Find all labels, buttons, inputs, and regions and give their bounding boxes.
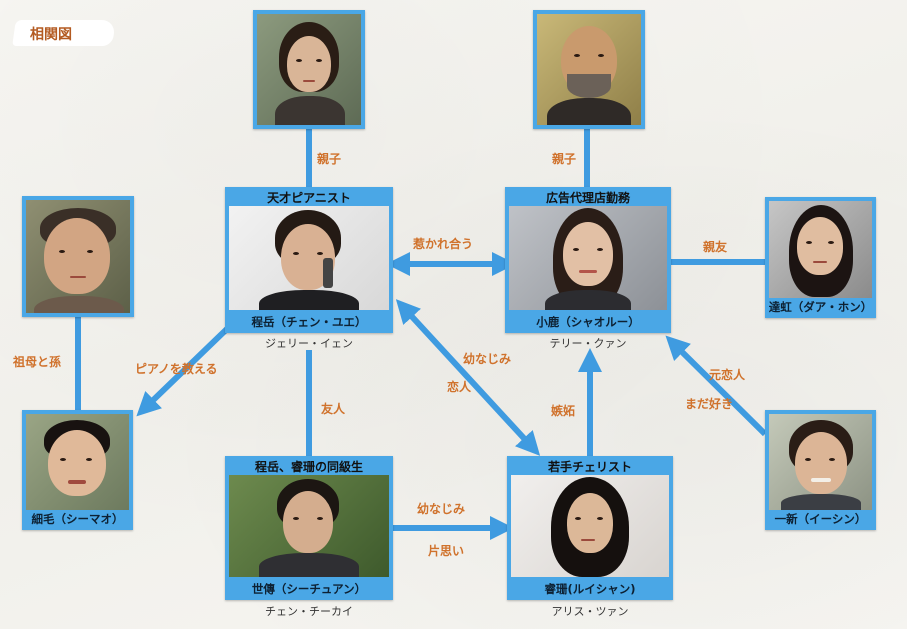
name-yixin: 一新（イーシン）	[774, 512, 867, 526]
card-mother	[253, 10, 365, 129]
label-yixin-xiaolu-2: まだ好き	[685, 397, 734, 411]
actor-shichuan: チェン・チーカイ	[265, 605, 353, 618]
card-dahong: 達虹（ダア・ホン）	[765, 197, 876, 318]
card-yixin: 一新（イーシン）	[765, 410, 876, 530]
role-xiaolu: 広告代理店勤務	[545, 191, 630, 205]
name-ruishan: 睿珊(ルイシャン)	[544, 582, 636, 596]
label-chengyue-ximao: ピアノを教える	[135, 362, 218, 376]
portrait-woman-smiling-icon	[509, 206, 667, 310]
portrait-young-man-icon	[229, 475, 389, 577]
label-xiaolu-dahong: 親友	[703, 240, 728, 254]
portrait-elderly-woman-icon	[26, 200, 130, 313]
portrait-young-man-smiling-icon	[769, 414, 872, 510]
portrait-man-beard-icon	[537, 14, 641, 125]
card-chengyue: 天才ピアニスト 程岳（チェン・ユエ）	[225, 187, 393, 333]
label-yixin-xiaolu-1: 元恋人	[709, 368, 746, 382]
portrait-woman-icon	[257, 14, 361, 125]
portrait-woman-dark-hair-icon	[511, 475, 669, 577]
arrow-chengyue-ximao	[136, 323, 233, 417]
label-chengyue-xiaolu: 惹かれ合う	[413, 237, 474, 251]
label-shichuan-ruishan-2: 片思い	[428, 544, 465, 558]
card-xiaolu: 広告代理店勤務 小鹿（シャオルー）	[505, 187, 671, 333]
card-father	[533, 10, 645, 129]
label-chengyue-shichuan: 友人	[321, 402, 346, 416]
portrait-boy-icon	[26, 414, 129, 510]
label-ruishan-xiaolu: 嫉妬	[551, 404, 576, 418]
arrow-yixin-xiaolu	[665, 335, 768, 437]
role-shichuan: 程岳、睿珊の同級生	[254, 460, 363, 474]
card-shichuan: 程岳、睿珊の同級生 世傳（シーチュアン）	[225, 456, 393, 600]
label-father-xiaolu: 親子	[552, 152, 577, 166]
label-chengyue-ruishan-2: 恋人	[447, 380, 472, 394]
label-shichuan-ruishan-1: 幼なじみ	[417, 502, 466, 516]
label-mother-chengyue: 親子	[317, 152, 342, 166]
name-xiaolu: 小鹿（シャオルー）	[536, 315, 640, 329]
diagram-title: 相関図	[30, 27, 72, 43]
arrow-chengyue-ruishan	[395, 299, 541, 456]
card-ruishan: 若手チェリスト 睿珊(ルイシャン)	[507, 456, 673, 600]
diagram-title-badge: 相関図	[12, 20, 116, 46]
portrait-man-phone-icon	[229, 206, 389, 310]
actor-ruishan: アリス・ツァン	[551, 605, 629, 618]
card-ximao: 細毛（シーマオ）	[22, 410, 133, 530]
role-chengyue: 天才ピアニスト	[267, 191, 351, 205]
label-grandma-ximao: 祖母と孫	[13, 355, 62, 369]
card-grandma	[22, 196, 134, 317]
name-shichuan: 世傳（シーチュアン）	[251, 582, 367, 596]
name-dahong: 達虹（ダア・ホン）	[768, 300, 873, 314]
name-ximao: 細毛（シーマオ）	[31, 512, 124, 526]
actor-chengyue: ジェリー・イェン	[265, 337, 353, 350]
label-chengyue-ruishan-1: 幼なじみ	[463, 352, 512, 366]
role-ruishan: 若手チェリスト	[547, 460, 632, 474]
actor-xiaolu: テリー・クァン	[549, 337, 627, 350]
portrait-young-woman-icon	[769, 201, 872, 298]
name-chengyue: 程岳（チェン・ユエ）	[251, 315, 367, 329]
